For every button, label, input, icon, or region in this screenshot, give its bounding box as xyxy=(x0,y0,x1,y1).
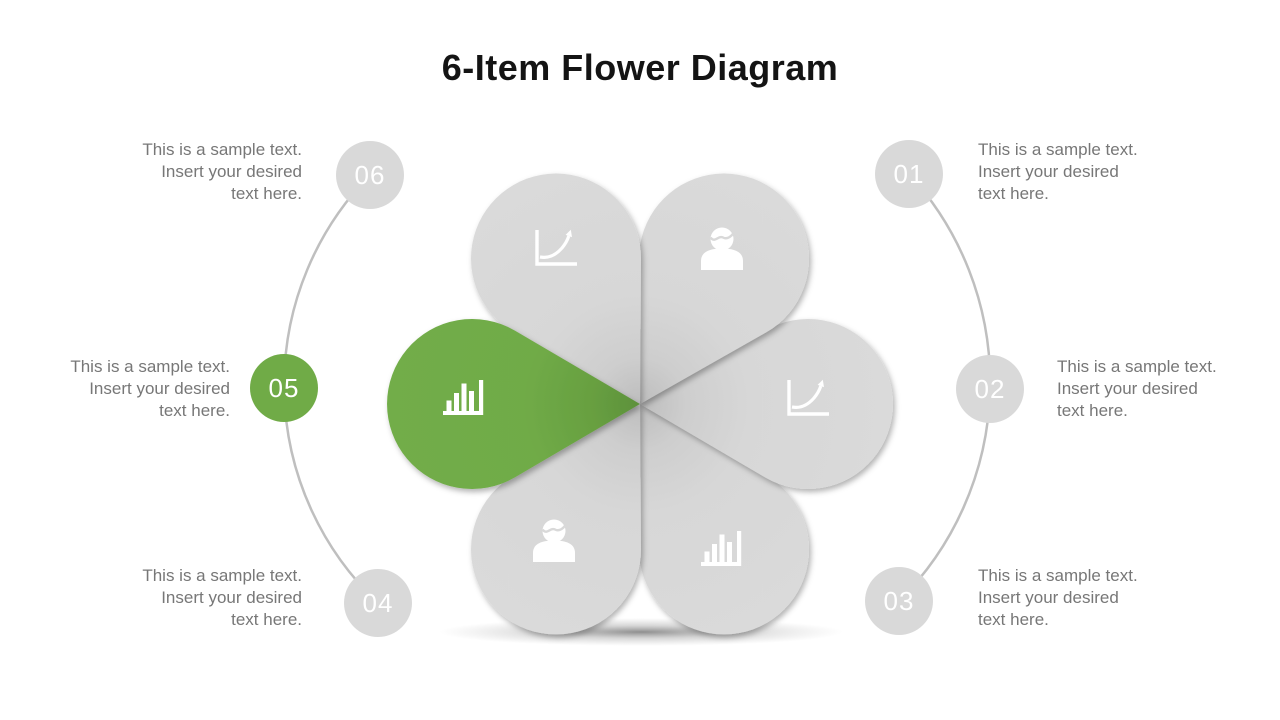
petal-02-right[interactable] xyxy=(640,318,893,489)
item-text-05[interactable]: This is a sample text. Insert your desir… xyxy=(10,356,230,422)
petal-03-bottom-right[interactable] xyxy=(638,404,809,635)
item-text-line: Insert your desired xyxy=(161,588,302,607)
item-text-line: This is a sample text. xyxy=(142,566,302,585)
number-circle-03[interactable]: 03 xyxy=(865,567,933,635)
item-text-line: Insert your desired xyxy=(89,379,230,398)
petal-01-top-right[interactable] xyxy=(638,173,809,404)
item-text-line: This is a sample text. xyxy=(1057,357,1217,376)
item-text-line: This is a sample text. xyxy=(142,140,302,159)
item-text-line: text here. xyxy=(1057,401,1128,420)
item-text-line: Insert your desired xyxy=(978,588,1119,607)
item-text-line: This is a sample text. xyxy=(70,357,230,376)
item-text-03[interactable]: This is a sample text. Insert your desir… xyxy=(978,565,1198,631)
item-text-06[interactable]: This is a sample text. Insert your desir… xyxy=(82,139,302,205)
petal-06-top-left[interactable] xyxy=(471,173,642,404)
item-text-04[interactable]: This is a sample text. Insert your desir… xyxy=(82,565,302,631)
item-text-line: text here. xyxy=(978,610,1049,629)
item-text-line: text here. xyxy=(978,184,1049,203)
petal-04-bottom-left[interactable] xyxy=(471,404,642,635)
number-circle-01[interactable]: 01 xyxy=(875,140,943,208)
page-title[interactable]: 6-Item Flower Diagram xyxy=(441,47,839,88)
number-circle-04[interactable]: 04 xyxy=(344,569,412,637)
item-text-02[interactable]: This is a sample text. Insert your desir… xyxy=(1057,356,1277,422)
item-text-line: This is a sample text. xyxy=(978,140,1138,159)
item-text-line: text here. xyxy=(159,401,230,420)
item-text-line: Insert your desired xyxy=(1057,379,1198,398)
item-text-line: text here. xyxy=(231,184,302,203)
item-text-line: Insert your desired xyxy=(161,162,302,181)
number-circle-02[interactable]: 02 xyxy=(956,355,1024,423)
item-text-01[interactable]: This is a sample text. Insert your desir… xyxy=(978,139,1198,205)
item-text-line: Insert your desired xyxy=(978,162,1119,181)
flower-ground-shadow xyxy=(439,618,843,646)
petal-05-left-highlighted[interactable] xyxy=(387,318,640,489)
number-circle-06[interactable]: 06 xyxy=(336,141,404,209)
number-circle-05[interactable]: 05 xyxy=(250,354,318,422)
item-text-line: text here. xyxy=(231,610,302,629)
item-text-line: This is a sample text. xyxy=(978,566,1138,585)
